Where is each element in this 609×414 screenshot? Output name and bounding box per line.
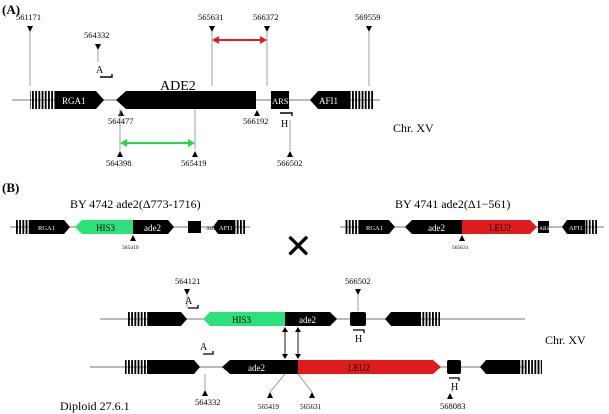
- ars-block-a: [271, 91, 289, 109]
- panel-a: (A) 561171 564332 565631 566372 569559: [2, 2, 434, 168]
- haploid-left: RGA1 HIS3 ade2 ARS AFI1 565419: [10, 220, 250, 251]
- leu2-label-diploid: LEU2: [348, 363, 370, 373]
- afi1-label-right: AFI1: [569, 225, 583, 232]
- marker-569559: [366, 26, 372, 32]
- pos-564332: 564332: [84, 30, 110, 40]
- rga1-stripes-a: [30, 91, 55, 109]
- pos-left-565419: 565419: [122, 245, 139, 251]
- ade2-label-left: ade2: [144, 223, 161, 233]
- leu2-label-right: LEU2: [489, 223, 511, 233]
- pos-568083-bottom: 568083: [440, 401, 466, 411]
- pos-561171: 561171: [16, 12, 41, 22]
- afi1-label-a: AFI1: [319, 96, 338, 106]
- rga1-label-left: RGA1: [38, 225, 55, 232]
- marker-565631: [209, 26, 215, 32]
- pos-564477: 564477: [108, 116, 134, 126]
- marker-564477: [118, 110, 124, 116]
- ade2-label-right: ade2: [428, 223, 445, 233]
- marker-566502: [287, 151, 293, 157]
- leu2-gene-right: [462, 220, 537, 234]
- marker-564332: [95, 44, 101, 50]
- rga1-label-a: RGA1: [62, 96, 86, 106]
- panel-b-label: (B): [2, 180, 19, 195]
- ars-label-a: ARS: [272, 96, 289, 106]
- cross-symbol: ✕: [284, 229, 313, 266]
- marker-564398: [117, 151, 123, 157]
- afi1-label-left: AFI1: [219, 225, 233, 232]
- red-deletion-arrow: [212, 36, 267, 44]
- his3-label-left: HIS3: [96, 223, 116, 233]
- ade2-label-diploid-bottom: ade2: [248, 363, 265, 373]
- his3-gene-left: [75, 220, 133, 234]
- afi1-gene-a: [310, 91, 350, 109]
- ars-label-left: ARS: [206, 226, 217, 232]
- pos-565631-bottom: 565631: [300, 403, 322, 411]
- pos-565631: 565631: [198, 12, 224, 22]
- pos-565419: 565419: [181, 158, 207, 168]
- pos-566372: 566372: [253, 12, 279, 22]
- leu2-gene-diploid: [298, 360, 441, 374]
- ade2-label-diploid-top: ade2: [299, 315, 316, 325]
- pos-564121: 564121: [175, 276, 201, 286]
- primer-a-bottom: A: [200, 342, 208, 353]
- marker-565419: [192, 151, 198, 157]
- primer-h-arrow: [280, 112, 293, 116]
- ade2-gene-diploid-top: [285, 312, 337, 326]
- strain-left-label: BY 4742 ade2(Δ773-1716): [70, 197, 201, 211]
- diploid-bottom-chromosome: A ade2 LEU2 H 564332 565419 565631: [90, 342, 542, 411]
- rga1-label-right: RGA1: [366, 225, 383, 232]
- ade2-gene-right: [405, 220, 462, 234]
- green-deletion-arrow: [120, 139, 195, 147]
- primer-h-label: H: [281, 119, 288, 130]
- pos-569559: 569559: [355, 12, 381, 22]
- marker-566372: [264, 26, 270, 32]
- recombination-arrows: [282, 327, 301, 359]
- ade2-gene-left: [133, 220, 174, 234]
- rga1-gene-a: [55, 91, 104, 109]
- panel-b: (B) BY 4742 ade2(Δ773-1716) BY 4741 ade2…: [2, 180, 604, 413]
- strain-right-label: BY 4741 ade2(Δ1−561): [395, 197, 510, 211]
- ade2-gene-diploid-bottom: [222, 360, 298, 374]
- marker-566192: [254, 110, 260, 116]
- pos-564332-bottom: 564332: [195, 397, 221, 407]
- primer-h-top: H: [355, 334, 362, 345]
- his3-label-diploid: HIS3: [232, 315, 252, 325]
- ars-label-right: ARS: [539, 226, 550, 232]
- pos-566192: 566192: [243, 116, 269, 126]
- chromosome-label-a: Chr. XV: [393, 121, 434, 135]
- ade2-gene-label: ADE2: [160, 79, 196, 94]
- haploid-right: RGA1 ade2 LEU2 ARS AFI1 565631: [340, 220, 604, 251]
- afi1-stripes-a: [350, 91, 374, 109]
- chromosome-label-b: Chr. XV: [545, 333, 586, 347]
- primer-h-bottom: H: [451, 382, 458, 393]
- diploid-top-chromosome: 564121 A 566502 HIS3 ade2 H: [100, 276, 525, 345]
- diploid-name: Diploid 27.6.1: [60, 399, 130, 413]
- primer-a-arrow: [100, 74, 113, 78]
- ade2-gene-a: [116, 91, 256, 109]
- pos-565419-bottom: 565419: [258, 403, 280, 411]
- his3-gene-diploid: [203, 312, 285, 326]
- panel-a-label: (A): [2, 2, 20, 17]
- marker-561171: [27, 26, 33, 32]
- panel-a-top-markers: 561171 564332 565631 566372 569559: [16, 12, 381, 86]
- pos-566502: 566502: [277, 158, 303, 168]
- pos-566502-top: 566502: [345, 276, 371, 286]
- pos-564398: 564398: [106, 158, 132, 168]
- primer-a-label: A: [96, 65, 104, 76]
- pos-right-565631: 565631: [452, 245, 469, 251]
- primer-a-top: A: [185, 296, 193, 307]
